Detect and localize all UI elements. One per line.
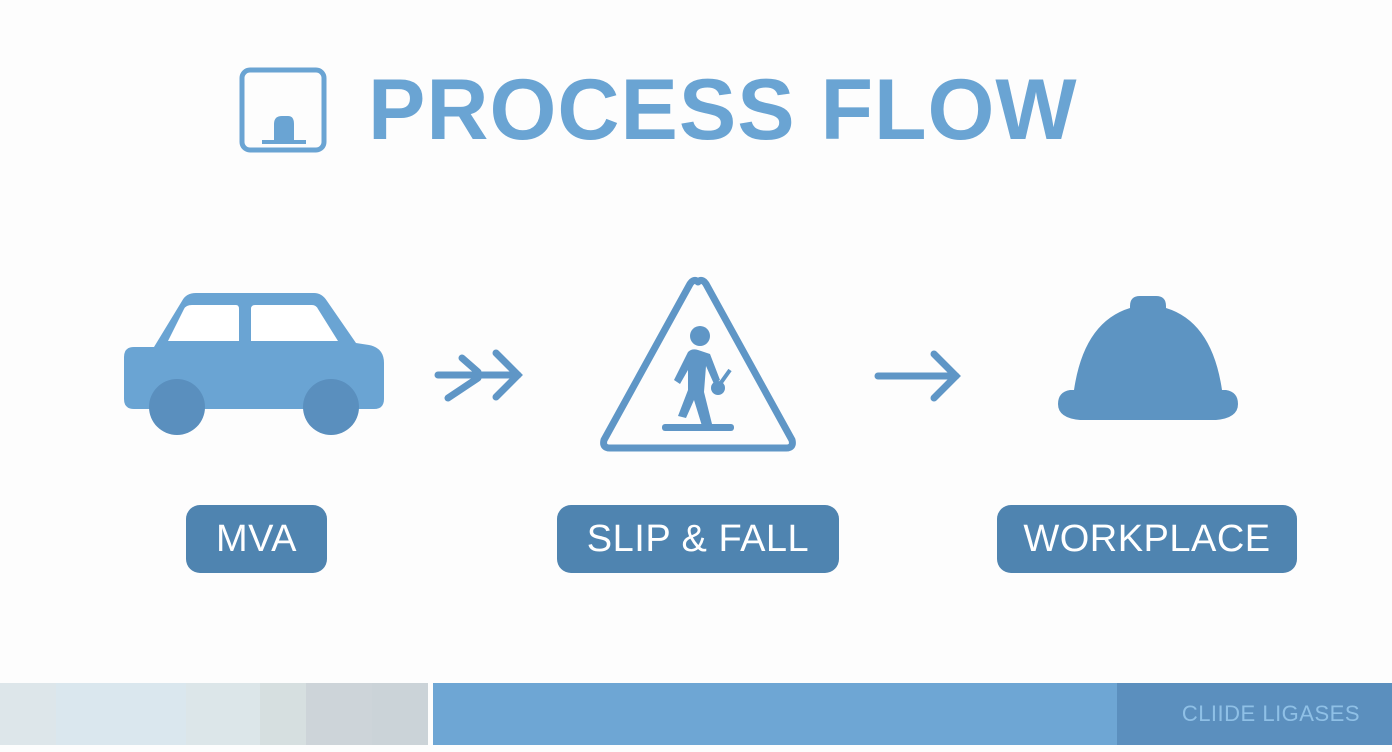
car-icon: [124, 293, 384, 435]
footer-swatch: [372, 683, 428, 745]
footer-brand-text: CLIIDE LIGASES: [1181, 701, 1360, 726]
step-label-mva: MVA: [186, 505, 327, 573]
footer-swatch-strip: [0, 683, 428, 745]
footer-swatch: [306, 683, 372, 745]
footer-swatch: [0, 683, 56, 745]
title-row: PROCESS FLOW: [238, 66, 1078, 154]
footer-bar: [433, 683, 1117, 745]
double-arrow-right-icon: [434, 349, 523, 402]
step-label-slip-and-fall: SLIP & FALL: [557, 505, 839, 573]
footer-swatch: [260, 683, 306, 745]
slip-warning-icon: [600, 276, 796, 452]
page-title: PROCESS FLOW: [368, 62, 1078, 158]
footer-swatch: [56, 683, 186, 745]
footer-swatch: [186, 683, 260, 745]
footer-brand-block: CLIIDE LIGASES: [1117, 683, 1392, 745]
arrow-right-icon: [874, 350, 961, 402]
step-label-workplace: WORKPLACE: [997, 505, 1297, 573]
framed-figure-icon: [239, 67, 327, 153]
hard-hat-icon: [1058, 296, 1238, 420]
